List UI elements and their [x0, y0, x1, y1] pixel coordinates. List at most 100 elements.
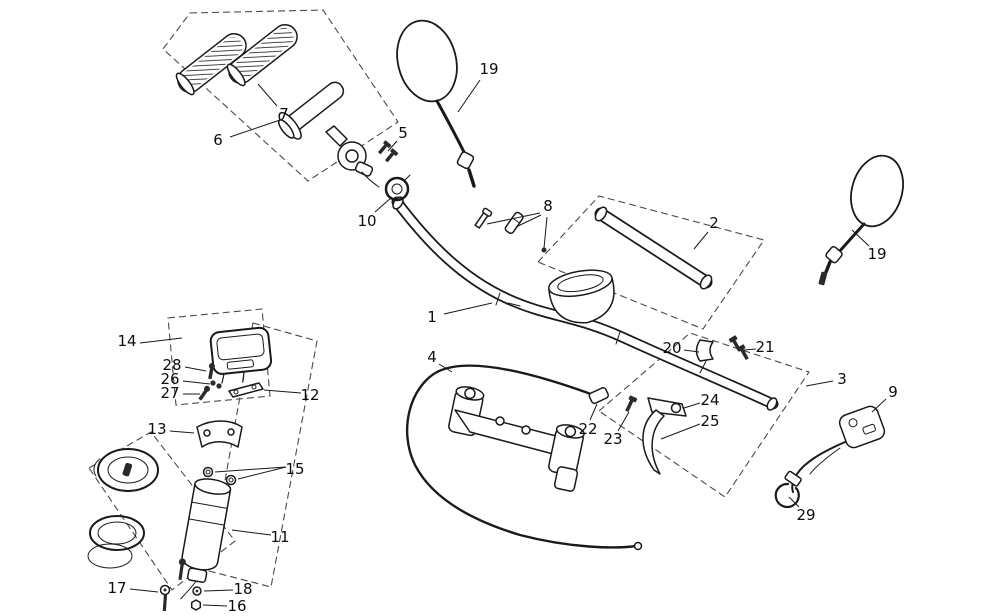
part-callout-11: 11 — [231, 528, 290, 546]
part-number-label: 16 — [227, 597, 246, 615]
part-callout-3: 3 — [805, 370, 847, 388]
part-number-label: 26 — [160, 370, 179, 388]
mount-nuts — [202, 466, 237, 486]
part-callout-25: 25 — [660, 412, 720, 440]
leader-line — [184, 366, 207, 372]
part-number-label: 5 — [398, 124, 408, 142]
part-callout-5: 5 — [387, 124, 408, 152]
leader-line — [438, 363, 453, 373]
bottom-screw — [159, 584, 171, 612]
leader-line — [182, 380, 211, 385]
ignition-cap — [93, 448, 159, 492]
leader-line — [683, 349, 700, 353]
plate-bracket — [228, 382, 264, 398]
leader-line — [457, 79, 481, 113]
part-number-label: 17 — [107, 579, 126, 597]
ignition-lock — [180, 478, 232, 600]
leader-line — [486, 212, 541, 225]
retaining-clip — [774, 482, 800, 509]
part-callout-4: 4 — [427, 348, 453, 373]
leader-line — [805, 380, 834, 387]
part-callout-14: 14 — [117, 332, 183, 350]
part-callout-21: 21 — [743, 338, 775, 356]
leader-line — [660, 423, 701, 440]
part-callout-19: 19 — [851, 229, 887, 263]
part-number-label: 20 — [662, 339, 681, 357]
part-number-label: 7 — [279, 105, 289, 123]
master-cylinder — [548, 269, 615, 324]
part-number-label: 13 — [147, 420, 166, 438]
leader-line — [229, 118, 284, 138]
part-callout-24: 24 — [683, 391, 720, 409]
leader-line — [169, 430, 195, 434]
bar-clamp-ring — [384, 174, 411, 202]
part-callout-16: 16 — [202, 597, 247, 615]
leader-line — [214, 466, 287, 473]
part-callout-29: 29 — [788, 496, 816, 524]
part-number-label: 8 — [543, 197, 553, 215]
bar-tube — [594, 206, 713, 290]
leader-line — [129, 588, 159, 593]
part-callout-7: 7 — [257, 83, 289, 123]
part-callout-28: 28 — [162, 356, 207, 374]
bottom-washer — [192, 586, 202, 596]
leader-line — [693, 231, 709, 250]
part-callout-1: 1 — [427, 302, 493, 326]
leader-line — [202, 604, 228, 607]
lower-bolt — [178, 558, 186, 581]
part-callout-2: 2 — [693, 214, 719, 250]
right-mirror — [818, 154, 904, 286]
part-number-label: 12 — [300, 386, 319, 404]
bar-tube-group-box — [537, 195, 765, 330]
part-number-label: 25 — [700, 412, 719, 430]
stay-bracket — [196, 420, 243, 448]
switch-unit — [784, 405, 886, 493]
right-grip — [226, 24, 298, 87]
part-number-label: 19 — [479, 60, 498, 78]
part-callout-18: 18 — [203, 580, 253, 598]
leader-line — [387, 140, 398, 152]
cap-rings — [87, 515, 145, 569]
leader-line — [443, 302, 493, 315]
left-grip — [175, 33, 247, 96]
part-number-label: 6 — [213, 131, 223, 149]
part-number-label: 14 — [117, 332, 136, 350]
brake-lever — [642, 397, 687, 475]
part-callout-9: 9 — [871, 383, 898, 413]
part-number-label: 1 — [427, 308, 437, 326]
part-callout-13: 13 — [147, 420, 195, 438]
part-callout-10: 10 — [357, 196, 393, 230]
part-callout-20: 20 — [662, 339, 700, 357]
instrument-fasteners — [198, 363, 222, 401]
part-number-label: 19 — [867, 245, 886, 263]
throttle-housing — [325, 125, 380, 188]
part-number-label: 15 — [285, 460, 304, 478]
leader-line — [203, 589, 234, 592]
part-number-label: 3 — [837, 370, 847, 388]
leader-line — [257, 83, 278, 107]
leader-line — [788, 496, 800, 508]
leader-line — [743, 348, 757, 351]
adjuster-screw — [625, 395, 638, 412]
part-callout-6: 6 — [213, 118, 284, 149]
leader-line — [617, 411, 630, 432]
bottom-nut — [190, 599, 202, 611]
part-number-label: 10 — [357, 212, 376, 230]
upper-bar-clamp — [695, 335, 749, 374]
part-callout-15: 15 — [214, 460, 305, 480]
leader-line — [263, 389, 302, 394]
part-number-label: 4 — [427, 348, 437, 366]
part-number-label: 22 — [578, 420, 597, 438]
throttle-cable — [406, 364, 643, 551]
part-number-label: 24 — [700, 391, 719, 409]
part-callout-27: 27 — [160, 384, 200, 402]
part-number-label: 29 — [796, 506, 815, 524]
mount-fasteners — [474, 207, 547, 253]
leader-line — [683, 402, 701, 409]
part-number-label: 27 — [160, 384, 179, 402]
leader-line — [231, 529, 272, 536]
part-callout-22: 22 — [578, 403, 598, 438]
